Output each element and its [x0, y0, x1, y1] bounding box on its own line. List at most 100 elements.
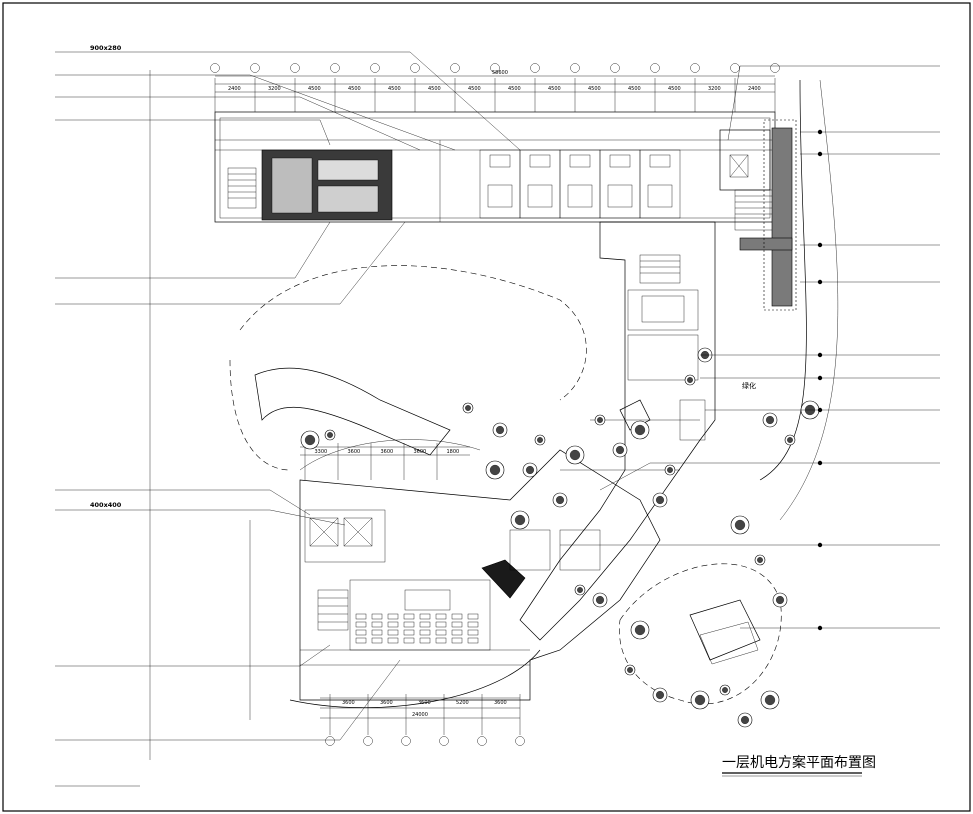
seat: [435, 621, 447, 628]
grid-bubble: [210, 63, 220, 73]
top-bay-dimension: 4500: [668, 86, 681, 92]
grid-bubble: [330, 63, 340, 73]
tree-canopy: [569, 449, 581, 461]
seat: [403, 629, 415, 636]
seat: [387, 637, 399, 644]
vent-spec-label: 400x400: [90, 501, 122, 509]
top-bay-dimension: 4500: [548, 86, 561, 92]
leader-tick: [817, 625, 823, 631]
bottom-bay-dimension: 3600: [418, 700, 431, 706]
leader-tick-marks: [817, 129, 823, 631]
tree-canopy: [616, 445, 625, 454]
leader-tick: [817, 279, 823, 285]
ac-equipment-strip: [771, 127, 793, 307]
tree-canopy: [465, 405, 471, 411]
grid-bubble: [363, 736, 373, 746]
seat: [355, 613, 367, 620]
bottom-bay-dimension: 3600: [342, 700, 355, 706]
grid-bubble: [477, 736, 487, 746]
seat: [467, 629, 479, 636]
seat: [371, 621, 383, 628]
mid-bay-dimension: 3600: [381, 449, 394, 455]
grid-bubble: [730, 63, 740, 73]
seat: [451, 637, 463, 644]
top-wing: [214, 111, 776, 231]
drawing-title: 一层机电方案平面布置图: [722, 754, 876, 771]
road-edge-right: [759, 79, 807, 481]
leader-tick: [817, 460, 823, 466]
seat: [387, 629, 399, 636]
seat: [387, 613, 399, 620]
tree-canopy: [757, 557, 763, 563]
seat: [419, 613, 431, 620]
grid-bubble: [325, 736, 335, 746]
leader-tick: [817, 129, 823, 135]
grid-bubble: [770, 63, 780, 73]
top-grid-axis: 58600 2400 3200 4500 4500 4500 4500 4500 4500 45…: [210, 63, 780, 112]
greenery-label: 绿化: [742, 381, 756, 390]
seat: [419, 629, 431, 636]
top-bay-dimension: 4500: [628, 86, 641, 92]
grid-bubble: [370, 63, 380, 73]
tree-canopy: [596, 596, 605, 605]
mid-bay-dimension: 3300: [315, 449, 328, 455]
grid-bubble: [250, 63, 260, 73]
site-boundary-right: [779, 79, 839, 521]
seat: [355, 637, 367, 644]
grid-bubble: [610, 63, 620, 73]
courtyard-curve-left: [229, 359, 291, 471]
tree-canopy: [687, 377, 693, 383]
grid-bubble: [530, 63, 540, 73]
seat: [451, 613, 463, 620]
central-wing: [519, 221, 716, 641]
grid-bubble: [490, 63, 500, 73]
grid-bubble: [690, 63, 700, 73]
tree-canopy: [327, 432, 333, 438]
seat: [371, 637, 383, 644]
seat: [403, 637, 415, 644]
top-bay-dimension: 4500: [348, 86, 361, 92]
seat: [371, 629, 383, 636]
tree-canopy: [667, 467, 673, 473]
tree-canopy: [722, 687, 728, 693]
seat: [403, 613, 415, 620]
tree-canopy: [766, 415, 775, 424]
meeting-room: [627, 289, 699, 331]
tree-canopy: [495, 425, 504, 434]
bottom-bay-dimension: 3600: [380, 700, 393, 706]
top-bay-dimension: 3200: [708, 86, 721, 92]
courtyard-curve: [239, 265, 587, 401]
ac-equipment-platform: [739, 237, 793, 251]
tree-canopy: [764, 694, 776, 706]
grid-bubble: [650, 63, 660, 73]
seat: [467, 613, 479, 620]
tree-canopy: [694, 694, 706, 706]
top-total-dimension: 58600: [492, 70, 508, 76]
seat: [451, 629, 463, 636]
tree-canopy: [489, 464, 501, 476]
leader-lines-left: [55, 51, 521, 787]
tree-canopy: [776, 596, 785, 605]
top-bay-dimension: 4500: [468, 86, 481, 92]
tree-canopy: [597, 417, 603, 423]
seat: [371, 613, 383, 620]
tree-canopy: [787, 437, 793, 443]
top-bay-dimension: 4500: [428, 86, 441, 92]
tree-canopy: [537, 437, 543, 443]
tree-canopy: [304, 434, 316, 446]
top-bay-dimension: 2400: [748, 86, 761, 92]
seat: [467, 621, 479, 628]
tree-canopy: [734, 519, 746, 531]
tree-canopy: [514, 514, 526, 526]
mid-bay-dimension: 3600: [348, 449, 361, 455]
bottom-bay-dimension: 3600: [494, 700, 507, 706]
top-bay-dimension: 4500: [308, 86, 321, 92]
grid-bubble: [450, 63, 460, 73]
tree-canopy: [656, 691, 665, 700]
tree-canopy: [526, 465, 535, 474]
tree-canopy: [741, 716, 750, 725]
